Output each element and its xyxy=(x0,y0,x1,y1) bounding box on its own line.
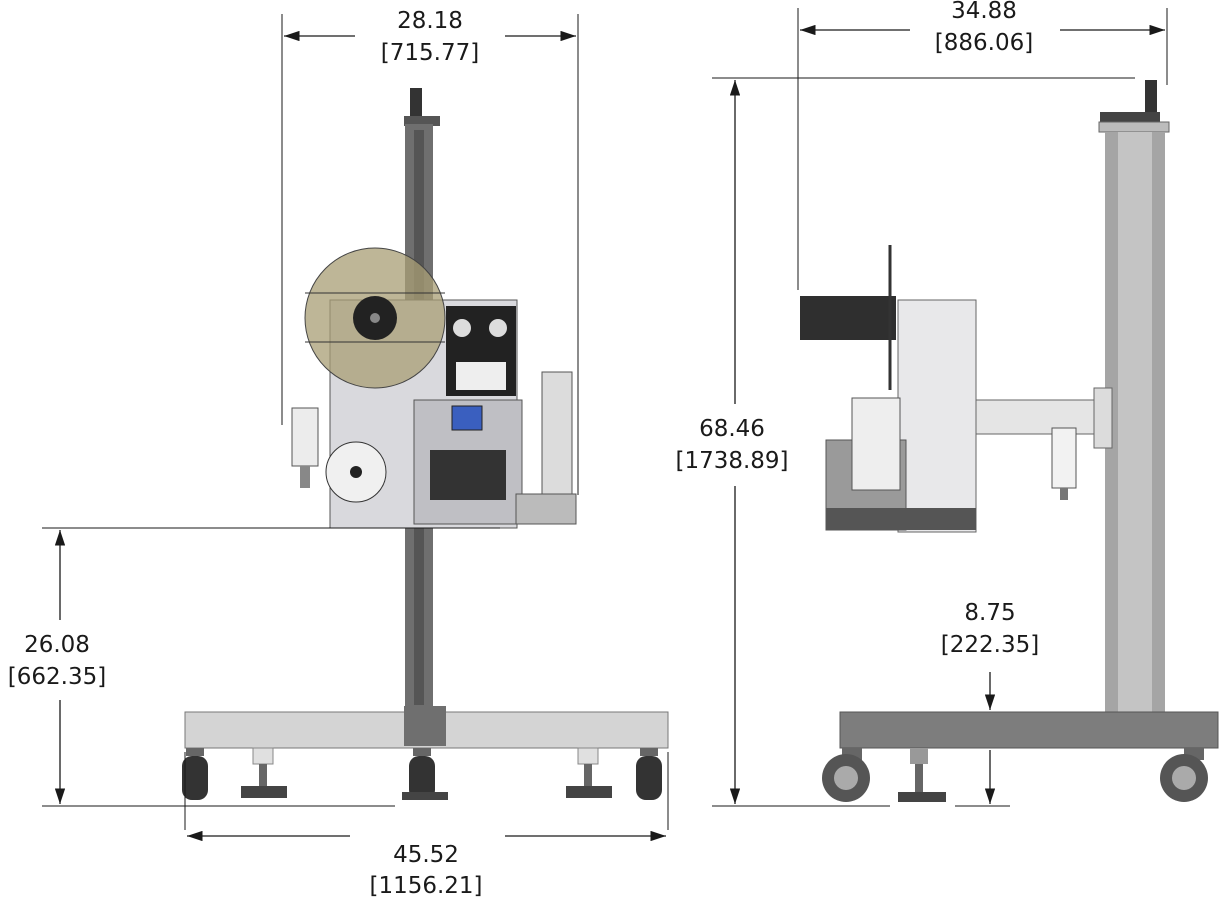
side-leveling-foot-icon xyxy=(898,748,946,802)
dim-head-height-value: 26.08 xyxy=(24,632,90,658)
side-head-plate xyxy=(897,299,977,533)
dim-front-width: 28.18 [715.77] xyxy=(381,8,479,66)
dim-base-width: 45.52 [1156.21] xyxy=(369,842,482,898)
dim-overall-height-value: 68.46 xyxy=(699,416,765,442)
front-air-regulator-icon xyxy=(291,407,319,467)
side-label-roll-icon xyxy=(800,296,896,340)
dim-front-width-metric: [715.77] xyxy=(381,40,479,66)
dim-base-offset-value: 8.75 xyxy=(964,600,1015,626)
dim-base-offset-metric: [222.35] xyxy=(941,632,1039,658)
dimension-layer xyxy=(42,8,1168,842)
dim-head-height: 26.08 [662.35] xyxy=(8,632,106,690)
dim-base-offset: 8.75 [222.35] xyxy=(941,600,1039,658)
dim-base-width-metric: [1156.21] xyxy=(369,873,482,898)
dim-front-width-value: 28.18 xyxy=(397,8,463,34)
side-view-machine xyxy=(800,80,1219,802)
side-crank-icon xyxy=(1145,80,1157,114)
front-crank-icon xyxy=(410,88,422,118)
front-view-machine xyxy=(182,88,669,800)
side-air-regulator-icon xyxy=(1051,427,1077,489)
dim-side-width-value: 34.88 xyxy=(951,0,1017,24)
dim-side-width-metric: [886.06] xyxy=(935,30,1033,56)
dim-overall-height-metric: [1738.89] xyxy=(675,448,788,474)
side-caster-icon xyxy=(822,748,1208,802)
dim-head-height-metric: [662.35] xyxy=(8,664,106,690)
dim-base-width-value: 45.52 xyxy=(393,842,459,868)
front-leveling-foot-icon xyxy=(241,747,612,800)
front-caster-icon xyxy=(182,748,662,800)
dim-overall-height: 68.46 [1738.89] xyxy=(675,416,788,474)
side-base-beam xyxy=(839,711,1219,749)
control-screen-icon xyxy=(451,405,483,431)
dim-side-width: 34.88 [886.06] xyxy=(935,0,1033,56)
